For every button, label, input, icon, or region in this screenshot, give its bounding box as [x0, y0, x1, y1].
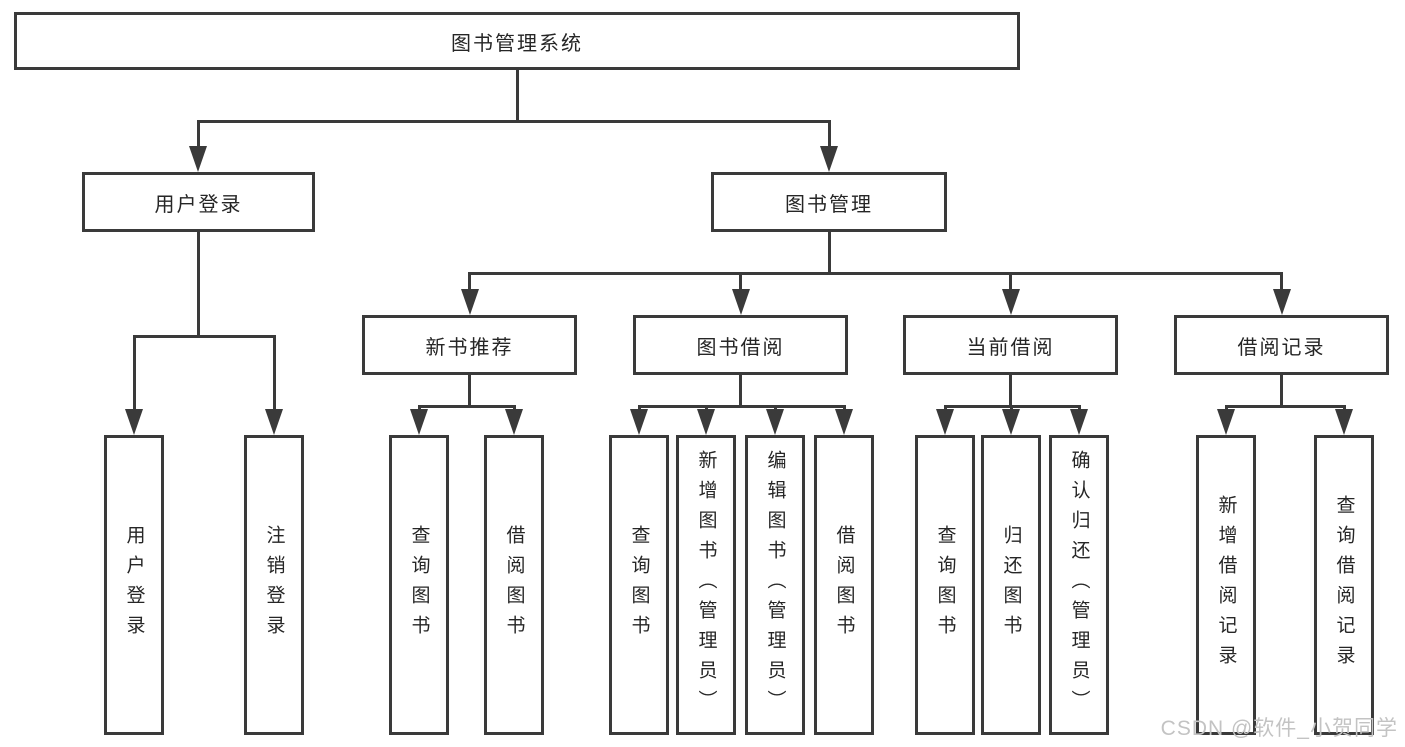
- connector-line: [1009, 272, 1012, 289]
- leaf-borrow-edit-book-admin: 编辑图书（管理员）: [745, 435, 805, 735]
- node-label: 查询图书: [408, 525, 430, 645]
- node-label: 借阅图书: [833, 525, 855, 645]
- node-label: 归还图书: [1000, 525, 1022, 645]
- arrowhead-down-icon: [1002, 409, 1020, 435]
- connector-line: [132, 335, 136, 409]
- connector-line: [1077, 405, 1081, 411]
- connector-line: [637, 405, 846, 408]
- leaf-logout-login: 注销登录: [244, 435, 304, 735]
- node-label: 当前借阅: [966, 336, 1055, 359]
- connector-line: [1009, 375, 1012, 405]
- connector-line: [943, 405, 947, 411]
- connector-line: [132, 335, 276, 338]
- connector-line: [739, 272, 742, 289]
- connector-line: [417, 405, 516, 408]
- node-label: 用户登录: [154, 193, 243, 216]
- node-label: 编辑图书（管理员）: [764, 450, 786, 720]
- arrowhead-down-icon: [265, 409, 283, 435]
- connector-line: [1342, 405, 1346, 411]
- connector-line: [1224, 405, 1346, 408]
- node-label: 图书借阅: [696, 336, 785, 359]
- leaf-record-add-borrow-record: 新增借阅记录: [1196, 435, 1256, 735]
- node-label: 借阅图书: [503, 525, 525, 645]
- node-label: 确认归还（管理员）: [1068, 450, 1090, 720]
- connector-line: [1280, 272, 1283, 289]
- arrowhead-down-icon: [731, 289, 750, 315]
- arrowhead-down-icon: [766, 409, 784, 435]
- leaf-borrow-borrow-books: 借阅图书: [814, 435, 874, 735]
- leaf-current-confirm-return-admin: 确认归还（管理员）: [1049, 435, 1109, 735]
- node-borrow-record: 借阅记录: [1174, 315, 1389, 375]
- node-label: 注销登录: [263, 525, 285, 645]
- connector-line: [468, 375, 471, 405]
- node-label: 查询图书: [934, 525, 956, 645]
- connector-line: [272, 335, 276, 409]
- connector-line: [468, 272, 471, 289]
- leaf-current-return-books: 归还图书: [981, 435, 1041, 735]
- node-user-login: 用户登录: [82, 172, 315, 232]
- connector-line: [739, 375, 742, 405]
- arrowhead-down-icon: [630, 409, 648, 435]
- node-label: 图书管理系统: [451, 32, 583, 55]
- node-label: 新增图书（管理员）: [695, 450, 717, 720]
- leaf-current-query-books: 查询图书: [915, 435, 975, 735]
- node-book-borrow: 图书借阅: [633, 315, 848, 375]
- node-label: 新书推荐: [425, 336, 514, 359]
- connector-line: [704, 405, 708, 411]
- arrowhead-down-icon: [936, 409, 954, 435]
- arrowhead-down-icon: [125, 409, 143, 435]
- connector-line: [827, 120, 831, 146]
- node-label: 借阅记录: [1237, 336, 1326, 359]
- connector-line: [516, 70, 519, 120]
- node-label: 用户登录: [123, 525, 145, 645]
- connector-line: [197, 120, 200, 146]
- node-root: 图书管理系统: [14, 12, 1020, 70]
- connector-line: [197, 232, 200, 335]
- node-label: 查询图书: [628, 525, 650, 645]
- node-label: 图书管理: [785, 193, 873, 216]
- leaf-record-query-borrow-record: 查询借阅记录: [1314, 435, 1374, 735]
- leaf-newbook-borrow-books: 借阅图书: [484, 435, 544, 735]
- node-current-borrow: 当前借阅: [903, 315, 1118, 375]
- connector-line: [842, 405, 846, 411]
- arrowhead-down-icon: [460, 289, 479, 315]
- arrowhead-down-icon: [697, 409, 715, 435]
- arrowhead-down-icon: [505, 409, 523, 435]
- leaf-borrow-query-books: 查询图书: [609, 435, 669, 735]
- leaf-newbook-query-books: 查询图书: [389, 435, 449, 735]
- arrowhead-down-icon: [410, 409, 428, 435]
- arrowhead-down-icon: [189, 146, 207, 172]
- connector-line: [1009, 405, 1013, 411]
- node-book-management: 图书管理: [711, 172, 947, 232]
- arrowhead-down-icon: [820, 146, 838, 172]
- connector-line: [1280, 375, 1283, 405]
- connector-line: [417, 405, 421, 411]
- arrowhead-down-icon: [1272, 289, 1291, 315]
- node-label: 新增借阅记录: [1215, 495, 1237, 675]
- connector-line: [512, 405, 516, 411]
- connector-line: [827, 232, 831, 272]
- connector-line: [197, 120, 831, 123]
- arrowhead-down-icon: [1335, 409, 1353, 435]
- connector-line: [773, 405, 777, 411]
- csdn-watermark: CSDN @软件_小贺同学: [1160, 717, 1398, 740]
- arrowhead-down-icon: [835, 409, 853, 435]
- node-new-book-recommend: 新书推荐: [362, 315, 577, 375]
- leaf-user-login: 用户登录: [104, 435, 164, 735]
- arrowhead-down-icon: [1070, 409, 1088, 435]
- leaf-borrow-add-book-admin: 新增图书（管理员）: [676, 435, 736, 735]
- arrowhead-down-icon: [1217, 409, 1235, 435]
- connector-line: [1224, 405, 1228, 411]
- connector-line: [468, 272, 1283, 275]
- connector-line: [637, 405, 641, 411]
- arrowhead-down-icon: [1001, 289, 1020, 315]
- node-label: 查询借阅记录: [1333, 495, 1355, 675]
